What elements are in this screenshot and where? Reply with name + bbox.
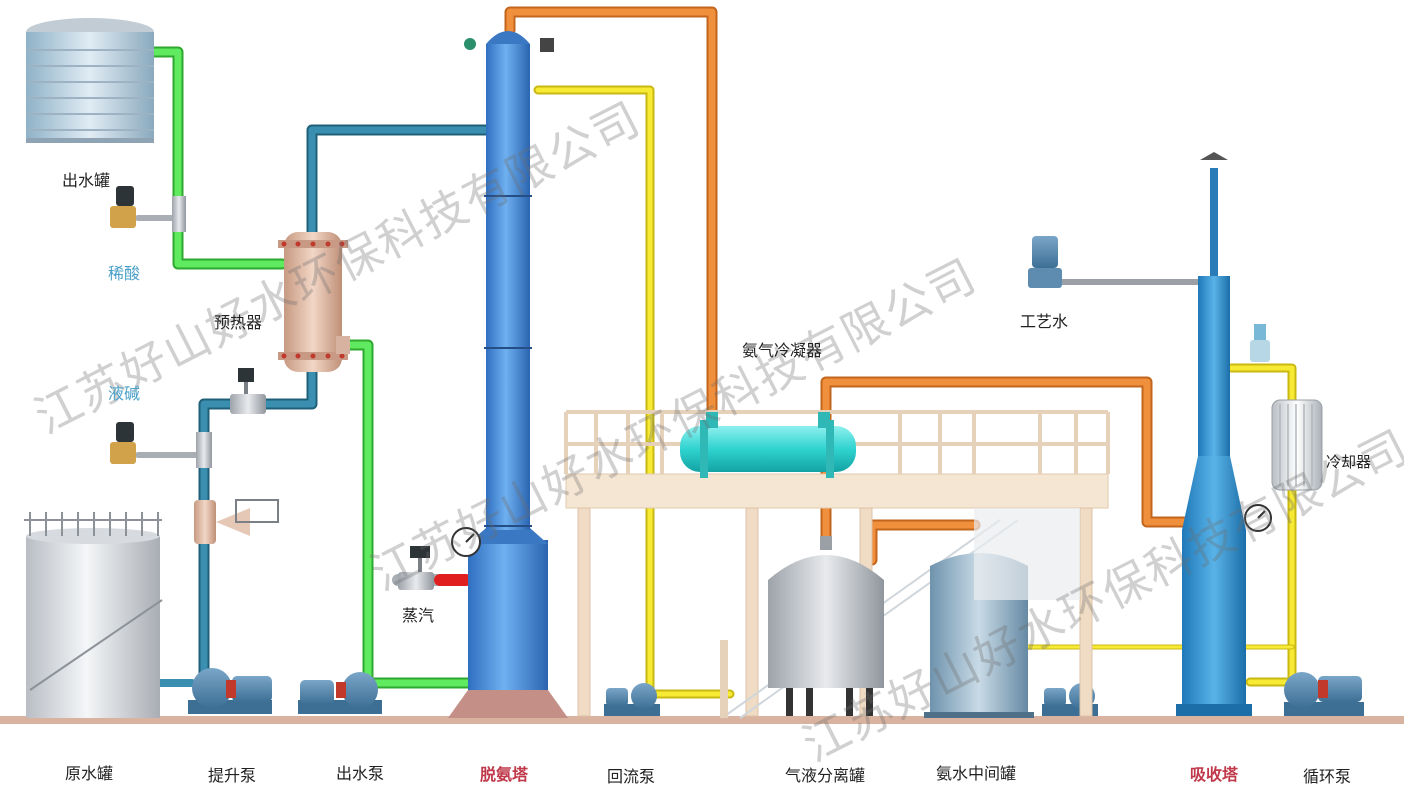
ammonia-water-tank bbox=[924, 508, 1080, 718]
label-reflux-pump: 回流泵 bbox=[607, 767, 656, 786]
label-absorption-tower: 吸收塔 bbox=[1190, 765, 1239, 784]
pipe-orange-vapor bbox=[504, 6, 718, 424]
preheater bbox=[278, 232, 350, 372]
flow-meter bbox=[230, 368, 266, 414]
lye-dosing-valve bbox=[110, 422, 212, 468]
label-gas-liquid-separator: 气液分离罐 bbox=[785, 766, 866, 785]
stripping-tower bbox=[448, 31, 568, 718]
label-outlet-tank: 出水罐 bbox=[62, 171, 111, 190]
pipe-orange-separator bbox=[866, 519, 981, 566]
pipe-green-outlet-tank bbox=[146, 46, 288, 270]
reflux-pump bbox=[604, 683, 660, 716]
label-raw-water-tank: 原水罐 bbox=[65, 764, 114, 783]
label-outlet-pump: 出水泵 bbox=[336, 764, 385, 783]
outlet-pump bbox=[298, 672, 382, 714]
label-lye: 液碱 bbox=[108, 384, 141, 403]
ground-strip bbox=[0, 716, 1404, 724]
label-ammonia-water-tank: 氨水中间罐 bbox=[936, 764, 1017, 783]
cooler bbox=[1250, 324, 1323, 491]
platform bbox=[564, 410, 1110, 719]
label-ammonia-condenser: 氨气冷凝器 bbox=[742, 341, 823, 360]
label-lift-pump: 提升泵 bbox=[208, 766, 257, 785]
label-preheater: 预热器 bbox=[214, 313, 263, 332]
gas-liquid-separator bbox=[768, 536, 884, 716]
absorption-tower bbox=[1176, 152, 1272, 716]
process-water-pump bbox=[1028, 236, 1062, 288]
label-process-water: 工艺水 bbox=[1020, 312, 1069, 331]
label-cooler: 冷却器 bbox=[1326, 453, 1372, 471]
circulation-pump bbox=[1284, 672, 1364, 716]
strainer bbox=[194, 499, 279, 544]
label-dilute-acid: 稀酸 bbox=[108, 264, 141, 283]
pipe-teal-lift bbox=[198, 366, 318, 691]
label-stripping-tower: 脱氨塔 bbox=[480, 765, 529, 784]
raw-water-tank bbox=[24, 512, 163, 718]
label-steam: 蒸汽 bbox=[402, 606, 435, 625]
ammonia-condenser bbox=[680, 412, 856, 478]
steam-valve bbox=[398, 546, 434, 590]
lift-pump bbox=[188, 668, 272, 714]
outlet-tank bbox=[26, 18, 154, 143]
label-circulation-pump: 循环泵 bbox=[1303, 767, 1352, 786]
acid-dosing-valve bbox=[110, 186, 186, 232]
